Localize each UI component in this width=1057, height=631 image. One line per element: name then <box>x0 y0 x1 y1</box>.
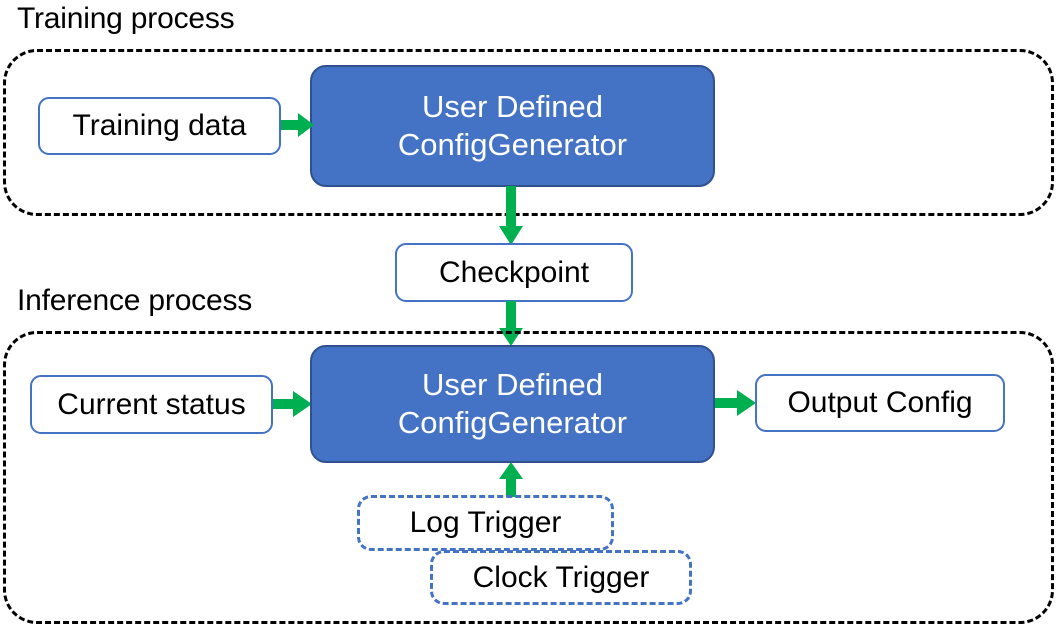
training-data-label: Training data <box>72 109 247 142</box>
training-config-generator-node[interactable]: User Defined ConfigGenerator <box>310 65 715 187</box>
arrow-generator-to-output-config-icon <box>715 389 757 417</box>
training-config-generator-label-line1: User Defined <box>422 89 603 124</box>
arrow-training-data-to-generator-icon <box>281 112 315 138</box>
output-config-label: Output Config <box>787 386 973 419</box>
arrow-current-status-to-generator-icon <box>273 390 313 418</box>
inference-process-title: Inference process <box>17 284 253 317</box>
inference-process-container <box>3 331 1054 624</box>
log-trigger-node[interactable]: Log Trigger <box>357 495 614 551</box>
log-trigger-label: Log Trigger <box>409 506 562 539</box>
training-data-node[interactable]: Training data <box>38 97 281 155</box>
training-config-generator-label-line2: ConfigGenerator <box>397 127 628 162</box>
arrow-trigger-to-generator-icon <box>498 462 524 498</box>
training-process-container <box>3 49 1054 216</box>
clock-trigger-label: Clock Trigger <box>472 560 650 594</box>
arrow-checkpoint-to-inference-generator-icon <box>498 301 524 347</box>
checkpoint-node[interactable]: Checkpoint <box>395 243 633 302</box>
output-config-node[interactable]: Output Config <box>755 374 1005 432</box>
inference-config-generator-label-line2: ConfigGenerator <box>397 405 628 440</box>
current-status-label: Current status <box>57 387 246 421</box>
checkpoint-label: Checkpoint <box>438 255 590 289</box>
current-status-node[interactable]: Current status <box>30 375 273 434</box>
inference-config-generator-label-line1: User Defined <box>422 367 603 402</box>
clock-trigger-node[interactable]: Clock Trigger <box>430 550 692 605</box>
inference-config-generator-node[interactable]: User Defined ConfigGenerator <box>310 345 715 463</box>
arrow-generator-to-checkpoint-icon <box>498 186 524 246</box>
training-process-title: Training process <box>17 2 235 35</box>
